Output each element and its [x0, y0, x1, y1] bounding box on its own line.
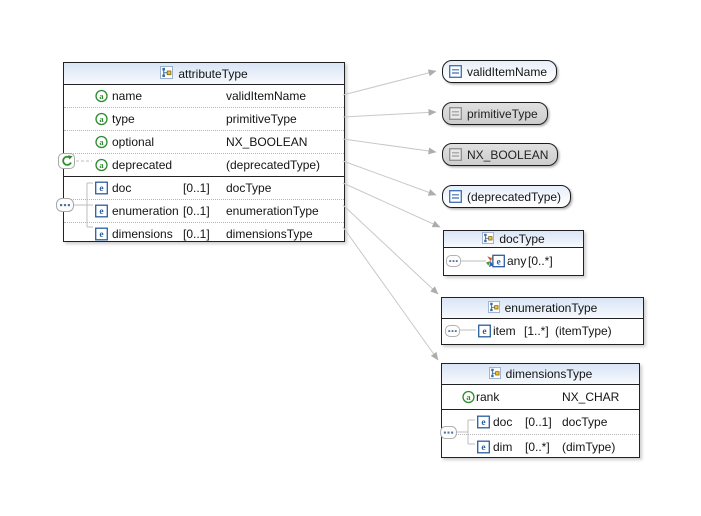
attribute-icon: a [462, 390, 475, 404]
element-row-dimensions: e dimensions [0..1] dimensionsType [64, 222, 344, 245]
attribute-type: NX_CHAR [562, 390, 620, 404]
element-name: dimensions [112, 227, 173, 241]
element-name: doc [493, 415, 513, 429]
complex-type-box-docType[interactable]: docType e any [0..*] [443, 230, 584, 276]
sequence-icon [446, 255, 461, 268]
simple-type-label: validItemName [467, 64, 548, 79]
element-cardinality: [0..1] [525, 415, 552, 429]
simple-type-box-primitiveType[interactable]: primitiveType [442, 102, 548, 125]
deprecated-marker-icon [58, 153, 75, 169]
attribute-name: type [112, 112, 135, 126]
complex-type-box-attributeType[interactable]: attributeType a name validItemName a typ… [63, 62, 345, 242]
attribute-type: (deprecatedType) [226, 158, 321, 172]
simple-type-label: NX_BOOLEAN [467, 147, 549, 162]
simple-type-icon [449, 148, 462, 161]
attribute-icon: a [95, 112, 108, 126]
attribute-name: optional [112, 135, 155, 149]
svg-text:e: e [481, 418, 485, 428]
svg-text:a: a [466, 392, 471, 402]
attribute-row-deprecated: a deprecated (deprecatedType) [64, 153, 344, 176]
complex-type-icon [482, 231, 495, 247]
element-cardinality: [0..1] [183, 204, 210, 218]
sequence-icon [440, 426, 457, 439]
element-icon: e [95, 181, 108, 195]
svg-text:a: a [99, 114, 104, 124]
complex-type-icon [487, 300, 500, 316]
element-cardinality: [0..*] [528, 254, 553, 268]
box-title: attributeType [178, 66, 248, 81]
attribute-type: validItemName [226, 89, 307, 103]
simple-type-box-deprecatedType[interactable]: (deprecatedType) [442, 185, 572, 208]
element-name: any [507, 254, 527, 268]
element-type: dimensionsType [226, 227, 313, 241]
element-name: item [493, 324, 516, 338]
box-title: docType [499, 232, 545, 246]
attribute-row-type: a type primitiveType [64, 107, 344, 130]
attribute-row-optional: a optional NX_BOOLEAN [64, 130, 344, 153]
attribute-type: primitiveType [226, 112, 297, 126]
element-cardinality: [0..1] [183, 181, 210, 195]
attribute-icon: a [95, 135, 108, 149]
simple-type-box-NX_BOOLEAN[interactable]: NX_BOOLEAN [442, 143, 559, 166]
sequence-icon [56, 198, 74, 212]
element-row-item: e item [1..*] (itemType) [442, 319, 643, 343]
element-icon: e [95, 204, 108, 218]
element-type: docType [562, 415, 608, 429]
simple-type-icon [449, 107, 462, 120]
dimensionsType-header[interactable]: dimensionsType [442, 364, 639, 385]
complex-type-box-dimensionsType[interactable]: dimensionsType a rank NX_CHAR e doc [0..… [441, 363, 640, 458]
element-icon: e [95, 227, 108, 241]
element-row-doc: e doc [0..1] docType [64, 176, 344, 199]
element-type: (dimType) [562, 440, 616, 454]
any-wildcard-icon: e [486, 254, 506, 268]
svg-text:e: e [99, 230, 103, 240]
attribute-row-name: a name validItemName [64, 85, 344, 107]
element-icon: e [477, 440, 490, 454]
element-name: enumeration [112, 204, 179, 218]
svg-text:e: e [496, 257, 500, 267]
element-name: doc [112, 181, 132, 195]
enumerationType-header[interactable]: enumerationType [442, 298, 643, 319]
simple-type-icon [449, 190, 462, 203]
element-row-enumeration: e enumeration [0..1] enumerationType [64, 199, 344, 222]
svg-text:e: e [482, 327, 486, 337]
element-type: (itemType) [555, 324, 612, 338]
attribute-row-rank: a rank NX_CHAR [442, 385, 639, 409]
simple-type-icon [449, 65, 462, 78]
element-row-dim: e dim [0..*] (dimType) [442, 434, 639, 459]
attribute-icon: a [95, 158, 108, 172]
element-icon: e [478, 324, 491, 338]
simple-type-label: primitiveType [467, 106, 538, 121]
element-cardinality: [1..*] [524, 324, 549, 338]
attribute-icon: a [95, 89, 108, 103]
svg-text:a: a [99, 91, 104, 101]
element-cardinality: [0..1] [183, 227, 210, 241]
complex-type-icon [488, 366, 501, 382]
element-name: dim [493, 440, 513, 454]
element-type: enumerationType [226, 204, 319, 218]
svg-text:e: e [99, 184, 103, 194]
element-cardinality: [0..*] [525, 440, 550, 454]
element-type: docType [226, 181, 272, 195]
svg-text:e: e [481, 443, 485, 453]
element-row-any: e any [0..*] [444, 248, 583, 274]
complex-type-box-enumerationType[interactable]: enumerationType e item [1..*] (itemType) [441, 297, 644, 345]
svg-text:a: a [99, 160, 104, 170]
complex-type-icon [160, 65, 174, 82]
attribute-name: deprecated [112, 158, 173, 172]
attribute-type: NX_BOOLEAN [226, 135, 308, 149]
box-title: enumerationType [504, 301, 598, 315]
attribute-name: rank [476, 390, 500, 404]
box-title: dimensionsType [505, 367, 593, 381]
simple-type-box-validItemName[interactable]: validItemName [442, 60, 558, 83]
element-icon: e [477, 415, 490, 429]
attributeType-header[interactable]: attributeType [64, 63, 344, 85]
svg-text:e: e [99, 207, 103, 217]
simple-type-label: (deprecatedType) [467, 189, 562, 204]
attribute-name: name [112, 89, 143, 103]
element-row-doc: e doc [0..1] docType [442, 409, 639, 434]
svg-text:a: a [99, 137, 104, 147]
docType-header[interactable]: docType [444, 231, 583, 248]
sequence-icon [445, 325, 460, 338]
